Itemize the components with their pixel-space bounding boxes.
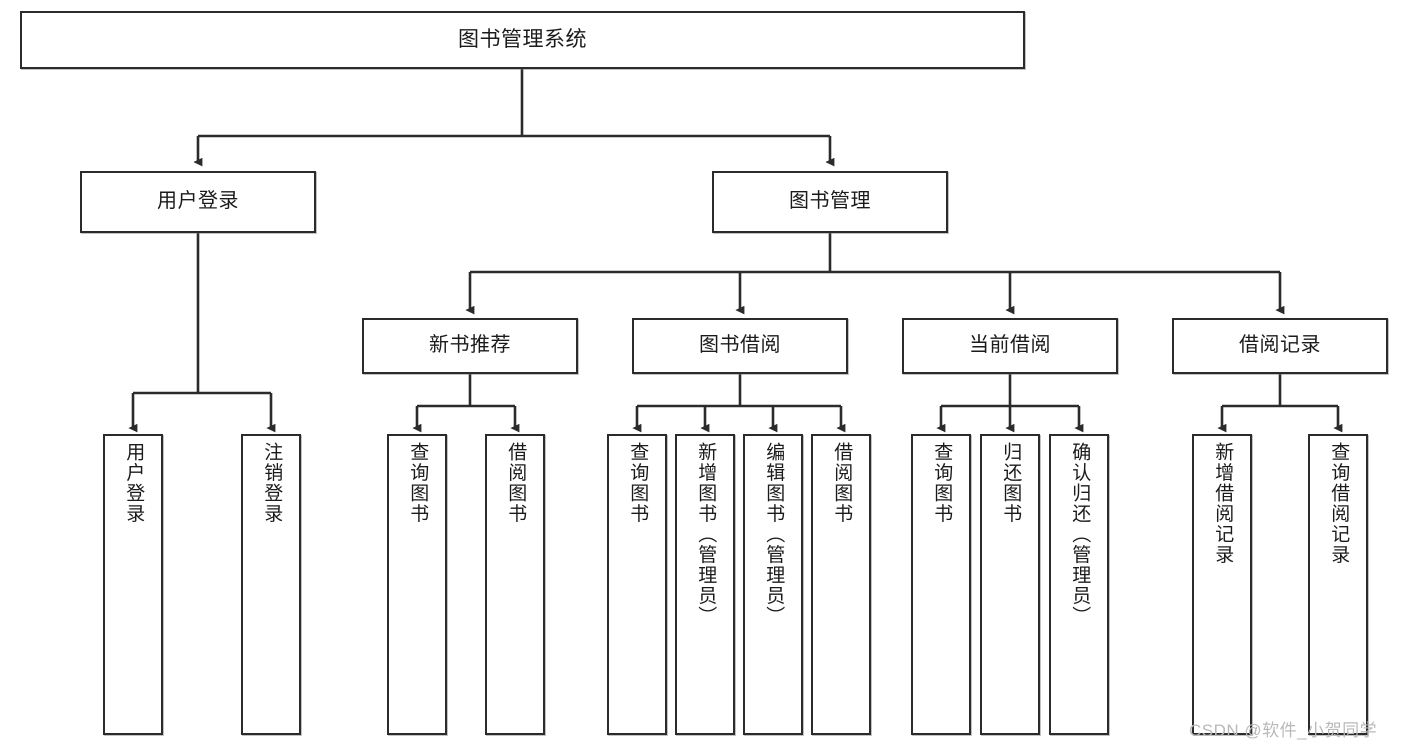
node-label: 借阅图书	[505, 442, 527, 524]
node-new-book-recommend[interactable]: 新书推荐	[362, 318, 578, 374]
leaf-current-borrow-confirm-return-admin[interactable]: 确认归还（管理员）	[1049, 434, 1109, 735]
node-borrow-record[interactable]: 借阅记录	[1172, 318, 1388, 374]
node-book-management[interactable]: 图书管理	[712, 171, 948, 233]
node-root-book-management-system[interactable]: 图书管理系统	[20, 11, 1025, 69]
node-label: 查询图书	[627, 442, 649, 524]
node-book-borrow[interactable]: 图书借阅	[632, 318, 848, 374]
node-label: 查询图书	[931, 442, 953, 524]
node-label: 新书推荐	[429, 334, 511, 357]
leaf-book-borrow-borrow-books[interactable]: 借阅图书	[811, 434, 871, 735]
node-label: 借阅图书	[831, 442, 853, 524]
node-label: 查询借阅记录	[1328, 442, 1350, 565]
node-label: 图书借阅	[699, 334, 781, 357]
node-label: 编辑图书（管理员）	[763, 442, 785, 627]
node-label: 图书管理	[789, 190, 871, 213]
csdn-watermark: CSDN @软件_小贺同学	[1189, 721, 1378, 740]
leaf-user-login-logout[interactable]: 注销登录	[241, 434, 301, 735]
leaf-current-borrow-return-books[interactable]: 归还图书	[980, 434, 1040, 735]
leaf-new-book-borrow-books[interactable]: 借阅图书	[485, 434, 545, 735]
node-label: 借阅记录	[1239, 334, 1321, 357]
leaf-new-book-query-books[interactable]: 查询图书	[387, 434, 447, 735]
node-label: 新增图书（管理员）	[695, 442, 717, 627]
node-label: 用户登录	[123, 442, 145, 524]
node-label: 确认归还（管理员）	[1069, 442, 1091, 627]
leaf-book-borrow-query-books[interactable]: 查询图书	[607, 434, 667, 735]
node-label: 当前借阅	[969, 334, 1051, 357]
node-label: 注销登录	[261, 442, 283, 524]
node-label: 归还图书	[1000, 442, 1022, 524]
leaf-borrow-record-query-record[interactable]: 查询借阅记录	[1308, 434, 1368, 735]
node-label: 查询图书	[407, 442, 429, 524]
leaf-book-borrow-edit-book-admin[interactable]: 编辑图书（管理员）	[743, 434, 803, 735]
leaf-book-borrow-add-book-admin[interactable]: 新增图书（管理员）	[675, 434, 735, 735]
node-label: 图书管理系统	[458, 27, 587, 51]
leaf-user-login-login[interactable]: 用户登录	[103, 434, 163, 735]
node-label: 新增借阅记录	[1212, 442, 1234, 565]
node-user-login[interactable]: 用户登录	[80, 171, 316, 233]
leaf-borrow-record-add-record[interactable]: 新增借阅记录	[1192, 434, 1252, 735]
leaf-current-borrow-query-books[interactable]: 查询图书	[911, 434, 971, 735]
node-current-borrow[interactable]: 当前借阅	[902, 318, 1118, 374]
node-label: 用户登录	[157, 190, 239, 213]
